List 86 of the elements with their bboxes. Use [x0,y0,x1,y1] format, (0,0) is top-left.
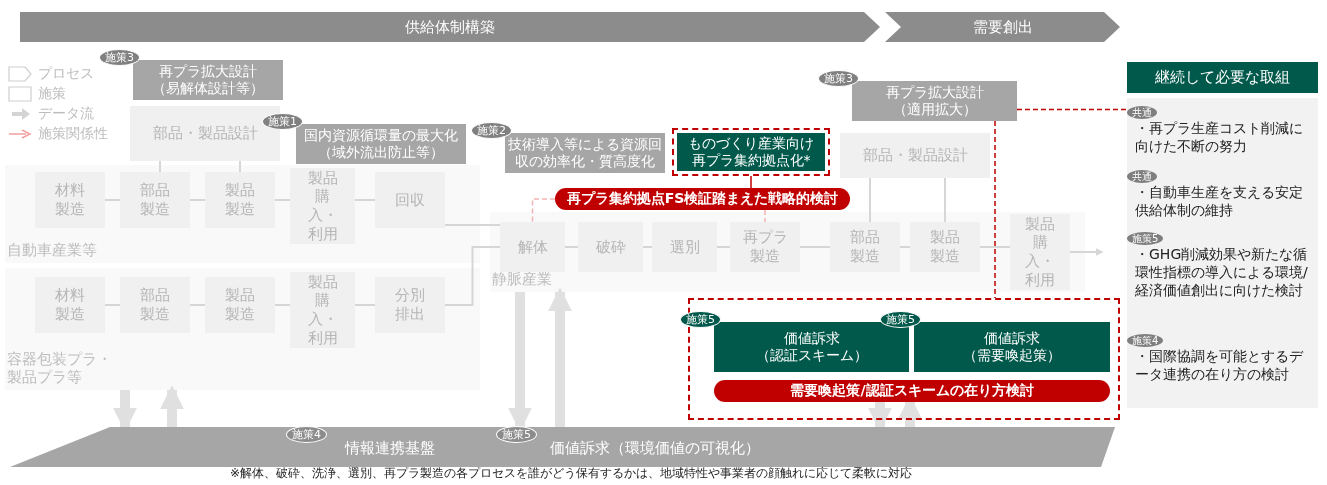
connector-line [189,199,206,201]
connector-line [531,198,556,223]
connector-line [354,304,376,306]
connector-line [944,177,946,223]
process-step: 部品製造 [830,222,900,272]
process-step: 製品購入・利用 [290,168,355,244]
connector-line [354,199,376,201]
badge: 施策2 [471,122,512,139]
connector-line [869,177,871,223]
connector-line [642,246,653,248]
process-step: 分別排出 [375,277,445,333]
badge: 施策4 [1127,334,1164,347]
connector-line [1016,108,1128,111]
badge: 施策5 [1127,232,1164,245]
measure-text: 技術導入等による資源回収の効率化・質高度化 [507,135,663,171]
process-step: 回収 [375,172,445,228]
measure-text: 再プラ拡大設計（適用拡大） [884,83,985,119]
connector-line [104,304,121,306]
legend-text: 施策関係性 [38,125,108,143]
legend-text: データ流 [38,105,94,123]
measure-box: ものづくり産業向け再プラ集約拠点化* [672,128,830,176]
badge: 共通 [1127,170,1157,183]
measure-text: 価値訴求（需要喚起策） [962,329,1062,365]
badge: 施策5 [680,311,721,328]
connector-line [444,246,501,306]
connector-line [979,246,1011,248]
stage-banner: 需要創出 [885,12,1120,42]
connector-line [274,199,291,201]
process-step: 部品製造 [120,277,190,333]
band-label: 自動車産業等 [7,241,97,260]
badge: 施策5 [880,311,921,328]
connector-line [764,209,766,223]
task-banner: 再プラ集約拠点FS検証踏まえた戦略的検討 [555,188,850,210]
measure-text: 国内資源循環量の最大化（域外流出防止等） [303,126,459,162]
process-step: 材料製造 [35,172,105,228]
badge: 施策3 [99,49,140,66]
legend-text: 施策 [38,85,66,103]
panel-background [1127,98,1318,408]
bullet-text: ・国際協調を可能とするデータ連携の在り方の検討 [1135,347,1305,384]
connector-line [239,160,241,173]
process-step: 解体 [500,222,565,272]
measure-text: 価値訴求（認証スキーム） [754,329,869,365]
platform-label: 価値訴求（環境価値の可視化） [550,438,760,458]
badge: 共通 [1127,106,1157,119]
band-label: 容器包装プラ・製品プラ等 [7,349,113,387]
arrow [548,287,572,427]
connector-line [104,199,121,201]
industry-band [5,268,480,390]
panel-header: 継続して必要な取組 [1127,62,1318,93]
process-step: 製品製造 [205,172,275,228]
process-step: 再プラ製造 [730,222,800,272]
connector-line [899,246,911,248]
footnote: ※解体、破砕、洗浄、選別、再プラ製造の各プロセスを誰がどう保有するかは、地域特性や事業者の顔触れに応じて柔軟に対応 [230,466,913,482]
process-step: 部品製造 [120,172,190,228]
bullet-text: ・再プラ生産コスト削減に向けた不断の努力 [1135,119,1304,156]
connector-line [564,246,579,248]
process-step: 製品製造 [205,277,275,333]
connector-line [274,304,291,306]
process-step: 選別 [652,222,717,272]
process-step: 破砕 [578,222,643,272]
connector-line [750,175,752,189]
process-step: 製品購入・利用 [290,272,355,348]
stage-banner: 供給体制構築 [20,12,880,42]
connector-line [444,224,501,226]
process-step: 部品・製品設計 [840,133,990,178]
task-banner: 需要喚起策/認証スキームの在り方検討 [714,380,1110,402]
platform-band [10,427,1115,467]
connector-line [994,120,996,299]
arrow [1069,248,1104,256]
band-label: 静脈産業 [492,270,552,289]
badge: 施策3 [818,70,859,87]
connector-line [799,246,831,248]
connector-line [159,160,161,173]
process-step: 材料製造 [35,277,105,333]
process-step: 製品製造 [910,222,980,272]
arrow [160,385,184,427]
industry-band [5,165,480,263]
platform-label: 情報連携基盤 [345,438,435,458]
connector-line [189,304,206,306]
measure-text: 再プラ拡大設計（易解体設計等） [151,62,265,98]
industry-band [490,212,1085,292]
bullet-text: ・自動車生産を支える安定供給体制の維持 [1135,183,1304,220]
connector-line [716,246,731,248]
process-step: 製品購入・利用 [1010,214,1070,290]
legend-text: プロセス [38,65,94,83]
bullet-text: ・GHG削減効果や新たな循環性指標の導入による環境/経済価値創出に向けた検討 [1135,245,1309,300]
